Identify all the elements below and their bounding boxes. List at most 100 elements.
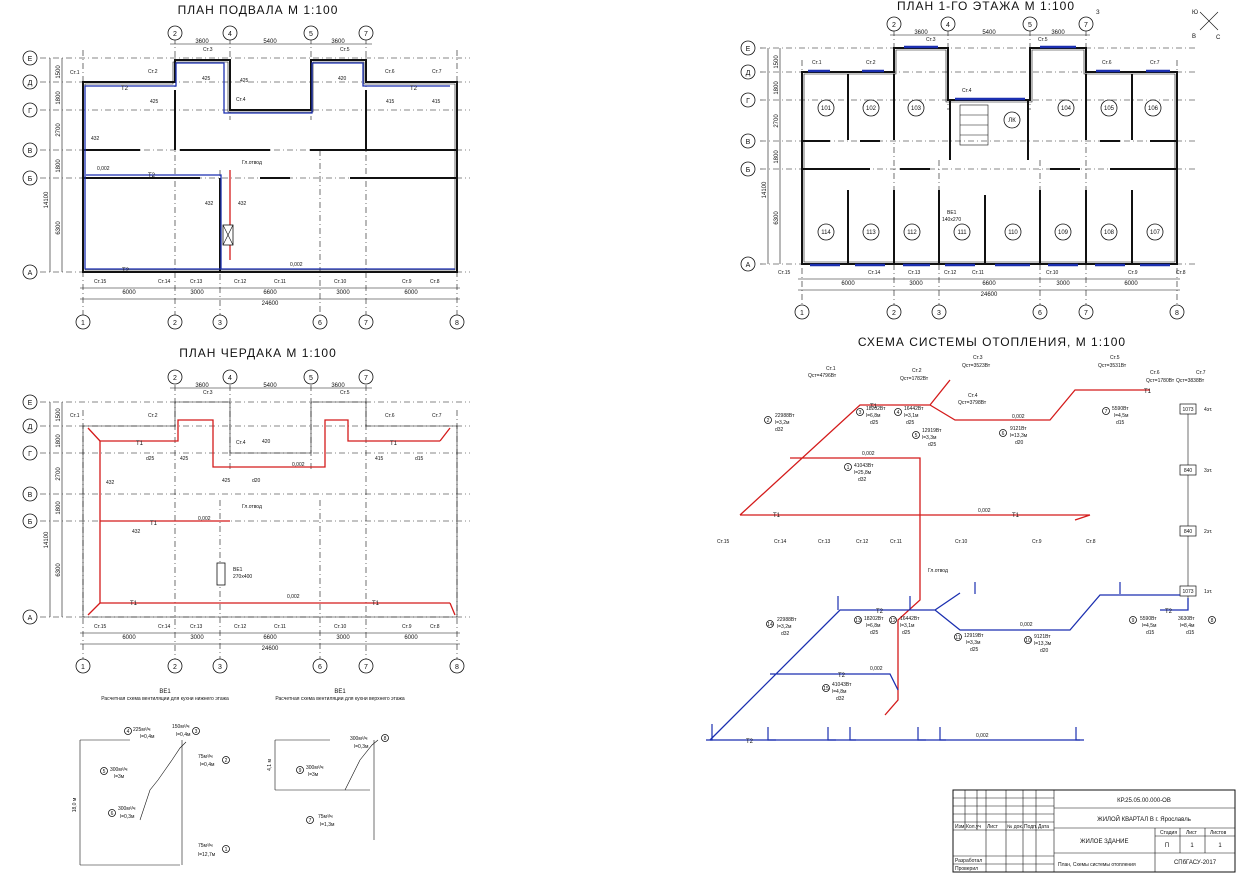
svg-text:106: 106 — [1148, 106, 1159, 112]
svg-text:6000: 6000 — [841, 281, 855, 287]
svg-text:6600: 6600 — [263, 635, 277, 641]
svg-text:12919Вт: 12919Вт — [922, 428, 942, 434]
svg-text:С: С — [1216, 35, 1221, 41]
svg-text:В: В — [746, 139, 751, 146]
svg-text:6000: 6000 — [122, 635, 136, 641]
svg-text:112: 112 — [907, 230, 917, 236]
svg-text:24600: 24600 — [262, 301, 279, 307]
floor1-riser-8: Ст.8 — [1176, 270, 1186, 276]
svg-text:13: 13 — [855, 618, 861, 624]
svg-text:9121Вт: 9121Вт — [1010, 426, 1027, 432]
svg-text:Ст.15: Ст.15 — [717, 539, 730, 545]
basement-riser-2: Ст.2 — [148, 69, 158, 75]
svg-text:14100: 14100 — [44, 191, 50, 208]
svg-text:5590Вт: 5590Вт — [1140, 616, 1157, 622]
svg-text:6000: 6000 — [404, 635, 418, 641]
svg-text:l=8,4м: l=8,4м — [1180, 623, 1195, 629]
floor1-outer-walls — [801, 47, 1178, 265]
svg-text:l=12,7м: l=12,7м — [198, 852, 216, 858]
svg-text:4: 4 — [897, 410, 900, 416]
scheme-slope-label-6: 0,002 — [870, 666, 883, 672]
svg-text:3600: 3600 — [195, 383, 209, 389]
svg-text:14: 14 — [767, 622, 773, 628]
scheme-t1-label-4: Т1 — [1144, 389, 1152, 395]
svg-text:3: 3 — [218, 664, 222, 671]
svg-text:75м³/ч: 75м³/ч — [198, 843, 213, 849]
basement-main-label: Гл.отвод — [242, 160, 262, 166]
svg-text:2: 2 — [173, 31, 177, 38]
floor1-vent-label: ВЕ1 — [947, 210, 957, 216]
svg-text:Кол.уч: Кол.уч — [966, 824, 981, 830]
floor1-riser-9: Ст.9 — [1128, 270, 1138, 276]
basement-d20-label: 420 — [338, 76, 347, 82]
svg-text:8: 8 — [1211, 618, 1214, 624]
floor1-plan: 101 102 103 ЛК 104 105 106 114 113 112 1… — [740, 10, 1221, 320]
svg-text:110: 110 — [1008, 230, 1018, 236]
svg-text:Стадия: Стадия — [1160, 830, 1177, 836]
svg-text:6300: 6300 — [56, 563, 62, 577]
svg-text:1500: 1500 — [56, 65, 62, 79]
floor1-vent-size: 140х270 — [942, 217, 961, 223]
svg-text:l=3,1м: l=3,1м — [904, 413, 919, 419]
attic-vent-size: 270х400 — [233, 574, 252, 580]
attic-bottom-axes: 1 2 3 6 7 8 — [75, 658, 465, 674]
scheme-slope-label-3: 0,002 — [862, 451, 875, 457]
svg-text:Лист: Лист — [987, 824, 999, 830]
attic-riser-9: Ст.9 — [402, 624, 412, 630]
attic-riser-15: Ст.15 — [94, 624, 107, 630]
svg-text:5400: 5400 — [982, 30, 996, 36]
svg-text:Ст.10: Ст.10 — [955, 539, 968, 545]
svg-text:1800: 1800 — [774, 150, 780, 164]
svg-text:Ст.2: Ст.2 — [912, 368, 922, 374]
svg-text:18,0 м: 18,0 м — [72, 797, 78, 812]
basement-riser-3: Ст.3 — [203, 47, 213, 53]
svg-text:d25: d25 — [906, 420, 915, 426]
svg-text:l=3,1м: l=3,1м — [900, 623, 915, 629]
svg-text:1800: 1800 — [56, 501, 62, 515]
scheme-t2-label-3: Т2 — [838, 673, 846, 679]
svg-text:В: В — [28, 148, 33, 155]
attic-top-axes: 2 4 5 7 — [167, 369, 374, 385]
svg-text:10: 10 — [1025, 638, 1031, 644]
svg-text:6300: 6300 — [56, 221, 62, 235]
attic-riser-11: Ст.11 — [274, 624, 286, 630]
basement-top-axes: 2 4 5 7 — [167, 25, 374, 41]
basement-d25-label-2: 425 — [202, 76, 211, 82]
attic-row-axes: Е Д Г В Б А — [22, 394, 38, 625]
attic-d32-label: 432 — [106, 480, 115, 486]
basement-return-pipe — [84, 62, 455, 270]
floor1-riser-5: Ст.5 — [1038, 37, 1048, 43]
svg-text:Лист: Лист — [1186, 830, 1198, 836]
svg-text:4: 4 — [946, 22, 950, 29]
svg-text:Е: Е — [28, 56, 33, 63]
svg-text:l=0,4м: l=0,4м — [176, 732, 191, 738]
svg-text:1: 1 — [847, 465, 850, 471]
title-block: Изм. Кол.уч Лист № док. Подп. Дата Разра… — [952, 789, 1236, 873]
svg-text:16442Вт: 16442Вт — [904, 406, 924, 412]
svg-text:А: А — [28, 615, 33, 622]
svg-text:Ст.8: Ст.8 — [1086, 539, 1096, 545]
svg-text:Ст.1: Ст.1 — [826, 366, 836, 372]
scheme-t2-label-4: Т2 — [1165, 609, 1173, 615]
svg-text:101: 101 — [821, 106, 832, 112]
svg-text:2: 2 — [173, 320, 177, 327]
svg-text:Д: Д — [28, 424, 33, 431]
svg-text:3000: 3000 — [336, 290, 350, 296]
scheme-return-pipe — [709, 592, 1189, 741]
svg-text:Ст.9: Ст.9 — [1032, 539, 1042, 545]
svg-text:3600: 3600 — [331, 39, 345, 45]
svg-text:14100: 14100 — [762, 181, 768, 198]
svg-text:Д: Д — [28, 80, 33, 87]
svg-text:113: 113 — [866, 230, 876, 236]
attic-riser-4: Ст.4 — [236, 440, 246, 446]
svg-text:В: В — [28, 492, 33, 499]
basement-riser-1: Ст.1 — [70, 70, 80, 76]
svg-text:d32: d32 — [836, 696, 845, 702]
attic-plan-title: ПЛАН ЧЕРДАКА М 1:100 — [179, 346, 337, 360]
floor1-riser-2: Ст.2 — [866, 60, 876, 66]
scheme-t2-label-2: Т2 — [876, 609, 884, 615]
floor1-riser-10: Ст.10 — [1046, 270, 1059, 276]
svg-text:4,1 м: 4,1 м — [267, 759, 273, 771]
basement-t2-label-4: Т2 — [122, 268, 130, 274]
